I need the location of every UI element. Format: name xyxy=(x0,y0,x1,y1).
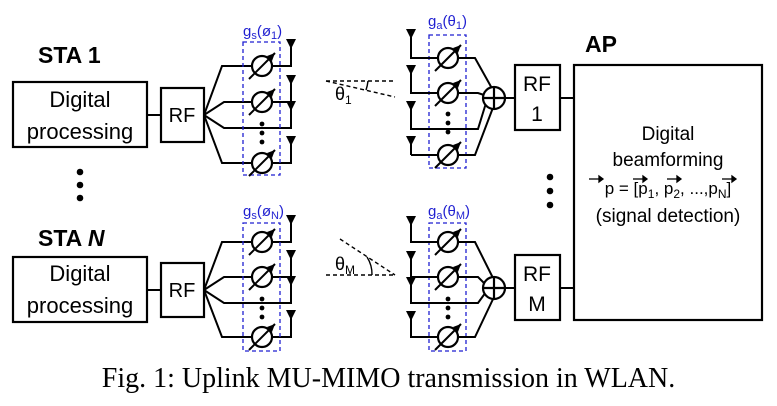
antenna-icon xyxy=(405,250,417,271)
phase-shifter-icon xyxy=(247,87,277,117)
ap-beamforming-box xyxy=(572,63,764,322)
antenna-icon xyxy=(285,135,297,156)
ap-rf-m-line1: RF xyxy=(523,263,551,286)
antenna-icon xyxy=(285,38,297,59)
phase-shifter-icon xyxy=(433,43,463,73)
sta-n: STA N Digital processing RF gs(øN) xyxy=(11,203,297,352)
beamforming-line2: beamforming xyxy=(613,150,724,171)
combiner-icon xyxy=(481,275,507,301)
phase-shifter-icon xyxy=(433,78,463,108)
sta-1: STA 1 Digital processing RF gs(ø1) xyxy=(11,23,297,178)
beamforming-line1: Digital xyxy=(642,124,695,145)
vertical-ellipsis-icon xyxy=(259,121,265,145)
phase-shifter-icon xyxy=(433,140,463,170)
antenna-icon xyxy=(285,275,297,296)
sta-n-rf-label: RF xyxy=(169,280,196,302)
phase-shifter-icon xyxy=(433,227,463,257)
phase-shifter-icon xyxy=(247,322,277,352)
vertical-ellipsis-icon xyxy=(259,296,265,320)
antenna-icon xyxy=(405,135,417,156)
ap-gain-label-m: ga(θM) xyxy=(428,203,470,222)
ap-gain-box-1 xyxy=(428,34,467,169)
ap-rf-m-line2: M xyxy=(528,293,546,316)
sta-n-label: STA N xyxy=(38,225,105,251)
ap-rf-1-line2: 1 xyxy=(531,103,543,126)
ap-rf-1-line1: RF xyxy=(523,73,551,96)
sta-1-processing-line1: Digital xyxy=(49,87,110,112)
ap-beamforming: AP Digital beamforming p = [p1, p2, ...,… xyxy=(572,31,764,322)
vertical-ellipsis-icon xyxy=(445,296,451,320)
phase-shifter-icon xyxy=(247,148,277,178)
station-ellipsis-icon xyxy=(76,168,84,202)
ap-array-m: ga(θM) RF M xyxy=(405,203,574,352)
ap-gain-label-1: ga(θ1) xyxy=(428,13,467,32)
antenna-icon xyxy=(405,276,417,297)
sta-1-processing-line2: processing xyxy=(27,119,133,144)
phase-shifter-icon xyxy=(247,227,277,257)
sta-1-gain-box xyxy=(242,41,281,176)
sta-1-feed-lines xyxy=(203,58,292,164)
antenna-icon xyxy=(285,249,297,270)
antenna-icon xyxy=(405,28,417,49)
ap-title: AP xyxy=(585,31,617,57)
sta-n-gain-label: gs(øN) xyxy=(243,203,284,222)
beamforming-equation: p = [p1, p2, ...,pN] xyxy=(605,179,732,201)
antenna-icon xyxy=(405,215,417,236)
sta-1-label: STA 1 xyxy=(38,42,101,68)
sta-1-gain-label: gs(ø1) xyxy=(243,23,282,42)
sta-n-processing-line2: processing xyxy=(27,293,133,318)
ap-array-1: ga(θ1) RF 1 xyxy=(405,13,574,170)
sta-n-feed-lines xyxy=(203,234,292,338)
antenna-icon xyxy=(285,309,297,330)
figure-caption: Fig. 1: Uplink MU-MIMO transmission in W… xyxy=(101,363,676,394)
phase-shifter-icon xyxy=(247,262,277,292)
beamforming-line4: (signal detection) xyxy=(596,206,741,227)
antenna-icon xyxy=(285,100,297,121)
sta-n-gain-box xyxy=(242,222,281,352)
antenna-icon xyxy=(285,214,297,235)
sta-n-processing-line1: Digital xyxy=(49,261,110,286)
phase-shifter-icon xyxy=(433,322,463,352)
sta-1-rf-label: RF xyxy=(169,105,196,127)
vector-arrow-icons xyxy=(589,174,738,184)
combiner-icon xyxy=(481,85,507,111)
ap-gain-box-m xyxy=(428,222,467,352)
mu-mimo-diagram: STA 1 Digital processing RF gs(ø1) STA N xyxy=(11,13,764,352)
phase-shifter-icon xyxy=(247,51,277,81)
angle-theta-1: θ1 xyxy=(325,80,396,107)
antenna-icon xyxy=(405,100,417,121)
phase-shifter-icon xyxy=(433,262,463,292)
antenna-icon xyxy=(405,64,417,85)
vertical-ellipsis-icon xyxy=(445,111,451,135)
theta-m-label: θM xyxy=(335,254,355,277)
antenna-icon xyxy=(405,310,417,331)
theta-1-label: θ1 xyxy=(335,84,352,107)
angle-theta-m: θM xyxy=(326,238,396,277)
rf-chain-ellipsis-icon xyxy=(546,173,554,209)
antenna-icon xyxy=(285,74,297,95)
